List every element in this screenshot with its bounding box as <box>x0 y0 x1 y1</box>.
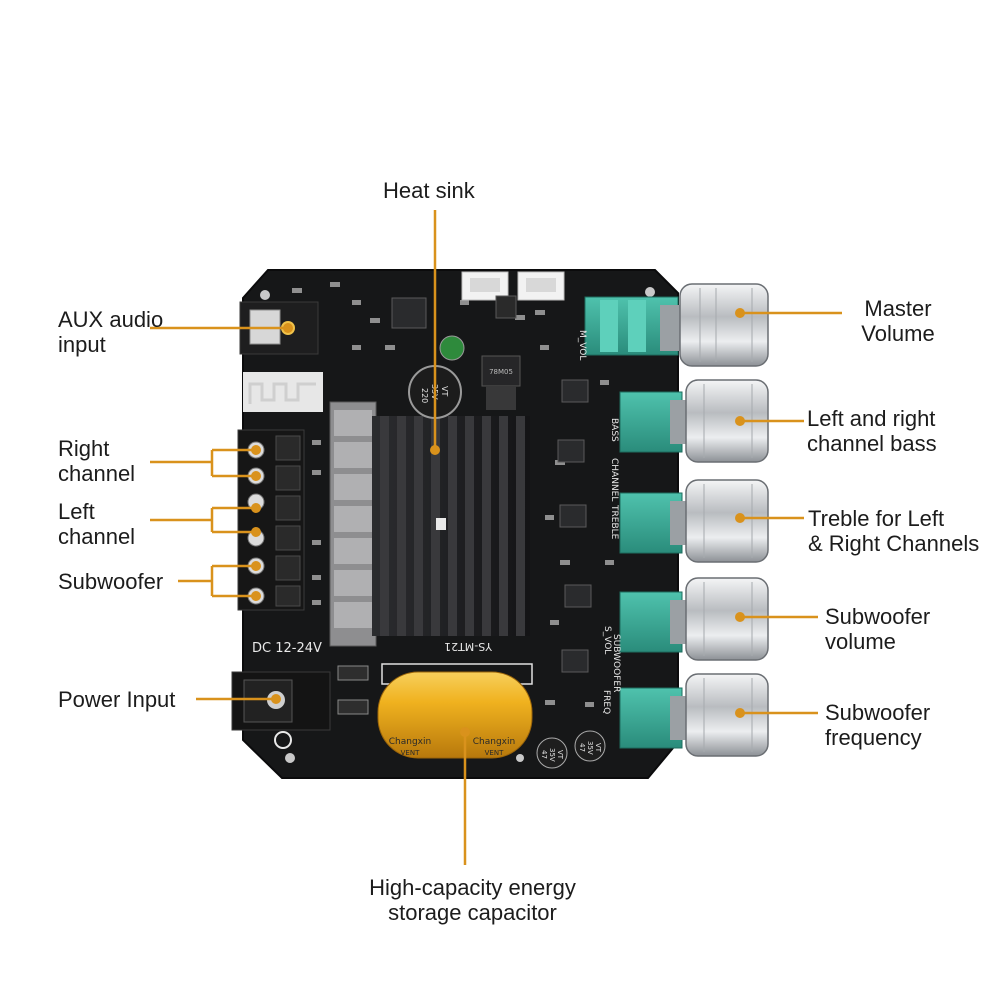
storage-capacitor <box>377 663 533 759</box>
voltage-regulator <box>481 295 521 410</box>
heat-sink-label: Heat sink <box>383 178 475 203</box>
master-volume-pot <box>584 296 682 356</box>
leader-dots <box>251 308 745 737</box>
subwoofer-label: Subwoofer <box>58 569 164 594</box>
small-capacitors <box>536 730 606 769</box>
small-cap-1-value: 47 <box>540 750 548 759</box>
small-cap-1-voltage: 35V <box>548 748 556 762</box>
large-cap-value: 220 <box>420 388 429 403</box>
label-bass: BASS <box>609 418 619 442</box>
sub-volume-pot <box>619 591 686 653</box>
knobs <box>679 283 769 757</box>
heat-sink <box>329 401 530 647</box>
treble-knob <box>685 479 769 563</box>
treble-pot <box>619 492 686 554</box>
speaker-terminal-block <box>237 429 305 611</box>
aux-jack <box>239 301 319 355</box>
top-connectors <box>461 271 565 301</box>
sub-volume-knob <box>685 577 769 661</box>
sub-frequency-knob <box>685 673 769 757</box>
sub-frequency-pot <box>619 687 686 749</box>
power-input-label: Power Input <box>58 687 176 712</box>
regulator-text: 78M05 <box>489 368 513 376</box>
label-channel: CHANNEL <box>609 458 619 501</box>
bluetooth-antenna <box>243 372 323 412</box>
small-cap-1-series: VT <box>556 750 564 760</box>
cap-brand-right: Changxin <box>473 737 515 747</box>
knob-grip-lines <box>699 288 753 752</box>
cap-brand-left: Changxin <box>389 737 431 747</box>
board-model-text: YS-MT21 <box>444 640 493 653</box>
cap-vent-left: VENT <box>401 749 420 757</box>
master-volume-knob <box>679 283 769 367</box>
small-cap-2-value: 47 <box>578 743 586 752</box>
ic-chips <box>391 297 592 673</box>
cap-vent-right: VENT <box>485 749 504 757</box>
label-m-vol: M_VOL <box>577 330 587 360</box>
small-cap-2-series: VT <box>594 743 602 753</box>
label-treble: TREBLE <box>609 504 619 540</box>
bass-pot <box>619 391 686 453</box>
leader-lines <box>150 210 842 865</box>
small-cap-2-voltage: 35V <box>586 741 594 755</box>
label-s-vol: S_VOL <box>602 626 612 654</box>
label-freq: FREQ <box>601 690 611 714</box>
large-cap-series: VT <box>440 386 449 396</box>
dc-power-jack <box>231 665 369 749</box>
board-voltage-text: DC 12-24V <box>252 641 322 656</box>
mounting-holes <box>260 287 655 763</box>
treble-label: Treble for Left& Right Channels <box>808 506 980 556</box>
label-subwoofer: SUBWOOFER <box>611 634 621 692</box>
